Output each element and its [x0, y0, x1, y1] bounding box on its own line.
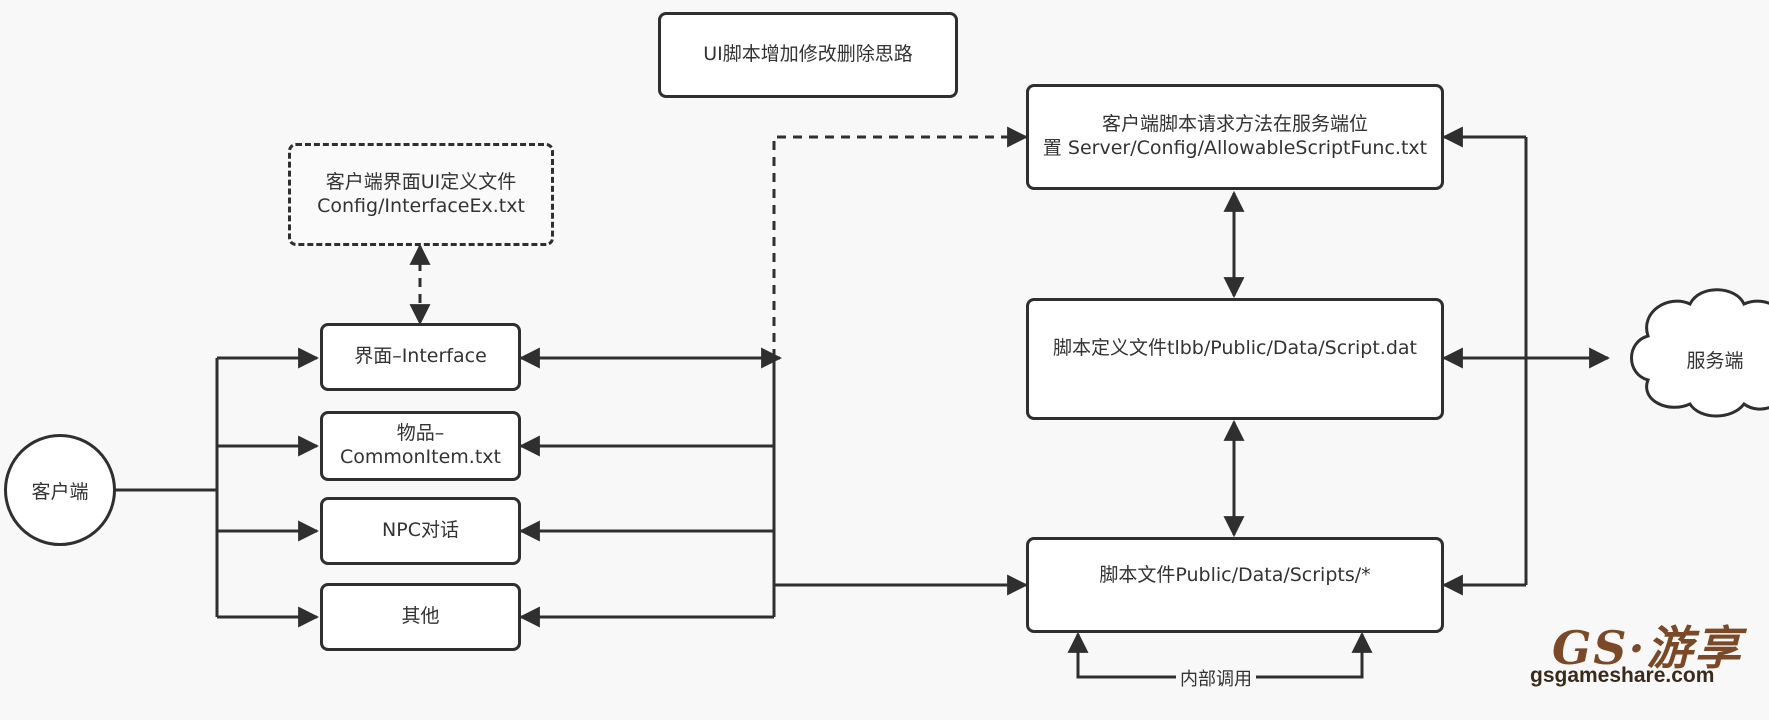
allowable-func-node: 客户端脚本请求方法在服务端位 置 Server/Config/Allowable…	[1026, 84, 1444, 190]
script-def-label: 脚本定义文件tlbb/Public/Data/Script.dat	[1053, 337, 1417, 359]
interface-def-node: 客户端界面UI定义文件 Config/InterfaceEx.txt	[288, 143, 554, 246]
gsgameshare-logo: GS·游享 gsgameshare.com	[1530, 612, 1760, 692]
diagram-title: UI脚本增加修改删除思路	[703, 43, 913, 66]
allowable-line1: 客户端脚本请求方法在服务端位	[1101, 113, 1368, 136]
internal-call-label: 内部调用	[1176, 665, 1256, 691]
logo-url-text: gsgameshare.com	[1530, 664, 1715, 687]
client-node: 客户端	[4, 434, 116, 546]
edge-dashed-to-allowable	[772, 126, 1029, 358]
interface-label: 界面–Interface	[354, 345, 487, 368]
client-label: 客户端	[31, 480, 89, 503]
npc-node: NPC对话	[320, 497, 521, 565]
interface-def-line2: Config/InterfaceEx.txt	[317, 194, 525, 217]
npc-label: NPC对话	[382, 519, 459, 542]
script-def-node: 脚本定义文件tlbb/Public/Data/Script.dat	[1026, 298, 1444, 420]
scripts-node: 脚本文件Public/Data/Scripts/*	[1026, 537, 1444, 633]
allowable-line2: 置 Server/Config/AllowableScriptFunc.txt	[1042, 137, 1428, 159]
scripts-label: 脚本文件Public/Data/Scripts/*	[1099, 564, 1371, 586]
other-node: 其他	[320, 583, 521, 651]
title-box: UI脚本增加修改删除思路	[658, 12, 958, 98]
other-label: 其他	[401, 605, 440, 628]
logo-main-text: GS·游享	[1552, 621, 1743, 675]
server-label: 服务端	[1686, 350, 1744, 372]
interface-node: 界面–Interface	[320, 323, 521, 391]
item-line2: CommonItem.txt	[339, 446, 501, 468]
interface-def-line1: 客户端界面UI定义文件	[325, 170, 517, 193]
server-cloud-shape	[1630, 288, 1769, 418]
item-line1: 物品–	[396, 422, 445, 445]
item-node: 物品– CommonItem.txt	[320, 411, 521, 481]
